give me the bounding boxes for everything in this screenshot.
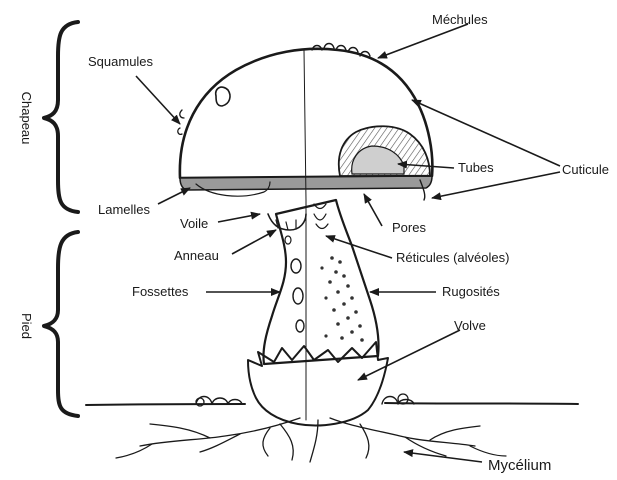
- leader-squamules: [136, 76, 180, 124]
- label-cuticule: Cuticule: [562, 162, 609, 177]
- label-volve: Volve: [454, 318, 486, 333]
- leader-reticules: [326, 236, 392, 258]
- leader-lamelles: [158, 188, 190, 204]
- label-reticules: Réticules (alvéoles): [396, 250, 509, 265]
- leader-lines: [136, 24, 560, 462]
- cap-brace: [44, 22, 78, 212]
- label-voile: Voile: [180, 216, 208, 231]
- cap-shape: [178, 44, 433, 201]
- label-mechules: Méchules: [432, 12, 488, 27]
- leader-mechules: [378, 24, 468, 58]
- leader-mycelium: [404, 452, 482, 462]
- label-mycelium: Mycélium: [488, 457, 551, 474]
- stem-brace: [44, 232, 78, 416]
- ring-shape: [268, 214, 306, 230]
- leader-voile: [218, 214, 260, 222]
- leader-cuticule-2: [432, 172, 560, 198]
- section-label-chapeau: Chapeau: [19, 92, 34, 145]
- rugosites-dots: [320, 256, 363, 342]
- leader-anneau: [232, 230, 276, 254]
- leader-volve: [358, 330, 460, 380]
- section-label-pied: Pied: [19, 313, 34, 339]
- label-pores: Pores: [392, 220, 426, 235]
- volve-shape: [248, 342, 388, 425]
- stem-shape: [263, 200, 378, 420]
- label-fossettes: Fossettes: [132, 284, 189, 299]
- label-lamelles: Lamelles: [98, 202, 151, 217]
- label-anneau: Anneau: [174, 248, 219, 263]
- ground-line: [86, 394, 578, 406]
- label-rugosites: Rugosités: [442, 284, 500, 299]
- leader-cuticule-1: [412, 100, 560, 166]
- label-squamules: Squamules: [88, 54, 154, 69]
- leader-pores: [364, 194, 382, 226]
- label-tubes: Tubes: [458, 160, 494, 175]
